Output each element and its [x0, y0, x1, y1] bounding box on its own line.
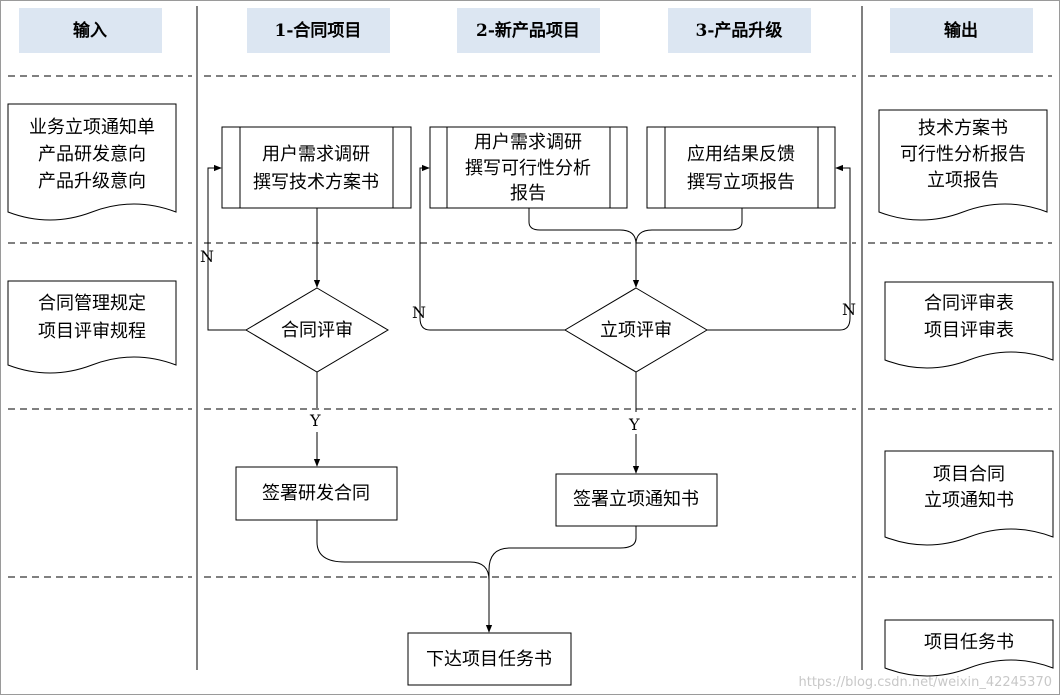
box-issue-task: 下达项目任务书 [407, 632, 572, 686]
input-document-contract-rules: 合同管理规定 项目评审规程 [7, 280, 177, 374]
input-document-project-notice: 业务立项通知单 产品研发意向 产品升级意向 [7, 103, 177, 221]
input-doc1-line3: 产品升级意向 [38, 171, 146, 192]
header-output: 输出 [890, 8, 1033, 53]
box-sign-contract: 签署研发合同 [235, 466, 398, 521]
input-doc2-line2: 项目评审规程 [38, 321, 146, 342]
label-y-contract: Y [309, 411, 321, 430]
header-upgrade-label: 3-产品升级 [696, 20, 783, 41]
label-n-upgrade: N [842, 300, 856, 319]
process-contract-research: 用户需求调研 撰写技术方案书 [221, 126, 412, 209]
header-input: 输入 [19, 8, 162, 53]
label-y-project: Y [628, 415, 640, 434]
process-contract-line2: 撰写技术方案书 [253, 172, 379, 193]
header-new-product-label: 2-新产品项目 [476, 20, 580, 41]
process-new-product-research: 用户需求调研 撰写可行性分析 报告 [429, 126, 628, 209]
output-document-task-book: 项目任务书 [884, 619, 1054, 677]
input-doc1-line1: 业务立项通知单 [29, 117, 155, 138]
decision-contract-review: 合同评审 [245, 287, 389, 373]
box-sign-notice: 签署立项通知书 [555, 473, 718, 527]
label-n-new-product: N [412, 303, 426, 322]
output-doc2-line1: 合同评审表 [924, 293, 1014, 314]
process-contract-line1: 用户需求调研 [262, 144, 370, 165]
input-doc2-line1: 合同管理规定 [38, 293, 146, 314]
box-sign-notice-label: 签署立项通知书 [573, 489, 699, 510]
output-document-contract-notice: 项目合同 立项通知书 [884, 450, 1054, 546]
process-new-product-line1: 用户需求调研 [474, 132, 582, 153]
header-contract-label: 1-合同项目 [275, 20, 362, 41]
output-doc3-line2: 立项通知书 [924, 490, 1014, 511]
output-document-review-forms: 合同评审表 项目评审表 [884, 281, 1054, 369]
row-dividers [8, 75, 1052, 578]
process-upgrade-line1: 应用结果反馈 [687, 144, 795, 165]
process-upgrade-feedback: 应用结果反馈 撰写立项报告 [646, 126, 836, 209]
decision-contract-label: 合同评审 [281, 320, 353, 341]
process-new-product-line2: 撰写可行性分析 [465, 158, 591, 179]
decision-project-review: 立项评审 [564, 287, 708, 373]
label-n-contract: N [200, 247, 214, 266]
header-input-label: 输入 [73, 20, 107, 41]
output-doc1-line2: 可行性分析报告 [900, 144, 1026, 165]
output-doc3-line1: 项目合同 [933, 464, 1005, 485]
output-doc1-line1: 技术方案书 [918, 118, 1008, 139]
output-doc4-line1: 项目任务书 [924, 632, 1014, 653]
process-upgrade-line2: 撰写立项报告 [687, 172, 795, 193]
box-issue-task-label: 下达项目任务书 [426, 649, 552, 670]
header-new-product-project: 2-新产品项目 [457, 8, 600, 53]
box-sign-contract-label: 签署研发合同 [262, 483, 370, 504]
output-document-reports: 技术方案书 可行性分析报告 立项报告 [878, 109, 1048, 221]
process-new-product-line3: 报告 [510, 183, 546, 204]
header-product-upgrade: 3-产品升级 [668, 8, 811, 53]
input-doc1-line2: 产品研发意向 [38, 144, 146, 165]
watermark: https://blog.csdn.net/weixin_42245370 [798, 675, 1052, 690]
header-contract-project: 1-合同项目 [247, 8, 390, 53]
decision-project-label: 立项评审 [600, 320, 672, 341]
connectors [207, 164, 851, 633]
header-output-label: 输出 [944, 20, 978, 41]
output-doc2-line2: 项目评审表 [924, 320, 1014, 341]
output-doc1-line3: 立项报告 [927, 170, 999, 191]
